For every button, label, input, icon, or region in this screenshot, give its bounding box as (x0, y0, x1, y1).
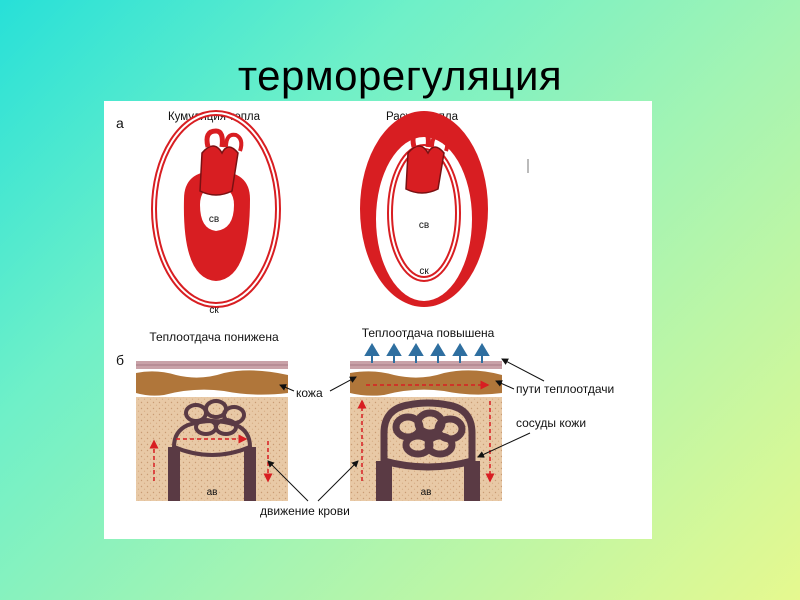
thermoregulation-diagram: а Кумуляция тепла Расход тепла св ск св … (104, 101, 652, 539)
circulation-heat-accumulation: св ск (151, 110, 281, 316)
diagram-svg: а Кумуляция тепла Расход тепла св ск св … (116, 110, 614, 518)
label-skin: кожа (296, 386, 323, 400)
caption-heat-transfer-decreased: Теплоотдача понижена (149, 330, 279, 344)
pointer-skin-left (279, 384, 295, 392)
label-blood-flow: движение крови (260, 504, 350, 518)
slide-title: терморегуляция (237, 52, 563, 99)
inner-loop-gap (200, 187, 234, 231)
blood-flow-arrows-left (149, 434, 273, 483)
pointer-skin-right (329, 376, 357, 392)
label-ck-right: ск (419, 266, 429, 277)
vessel-trunk-right (244, 447, 256, 501)
label-cv-right: св (419, 220, 429, 231)
blood-flow-arrows-right (357, 380, 495, 483)
label-av-left: ав (207, 487, 218, 498)
pulmonary-arch (224, 132, 244, 152)
panel-a-letter: а (116, 115, 124, 131)
circulation-heat-loss: св ск (360, 111, 488, 307)
skin-vessels-dilated (380, 399, 476, 501)
heart-shape (405, 145, 445, 194)
vessel-trunk-right (464, 461, 480, 501)
skin-block-right: ав (350, 361, 502, 501)
pointer-flow-right (317, 460, 359, 502)
label-skin-vessels: сосуды кожи (516, 416, 586, 430)
vessel-trunk-left (168, 447, 180, 501)
aortic-arch (410, 128, 431, 148)
label-ck-left: ск (209, 305, 219, 316)
pointer-vessels (477, 432, 531, 458)
tissue-layer (136, 397, 288, 501)
skin-block-left: ав (136, 361, 288, 501)
vessel-trunk-left (376, 461, 392, 501)
skin-layer (136, 370, 288, 396)
pointer-flow-left (267, 460, 309, 502)
skin-vessels-constricted (172, 399, 252, 501)
pointer-heat-paths-1 (495, 380, 515, 390)
aortic-arch (204, 128, 225, 148)
heat-release-arrows (364, 343, 490, 363)
label-heat-paths: пути теплоотдачи (516, 382, 614, 396)
heart-shape (199, 145, 239, 196)
pointer-heat-paths-2 (501, 358, 545, 382)
panel-b-letter: б (116, 352, 124, 368)
pulmonary-arch (430, 132, 450, 152)
outer-vessel-lumen (153, 112, 279, 306)
caption-heat-transfer-increased: Теплоотдача повышена (362, 326, 495, 340)
skin-layer (350, 370, 502, 396)
label-cv-left: св (209, 214, 219, 225)
label-av-right: ав (421, 487, 432, 498)
